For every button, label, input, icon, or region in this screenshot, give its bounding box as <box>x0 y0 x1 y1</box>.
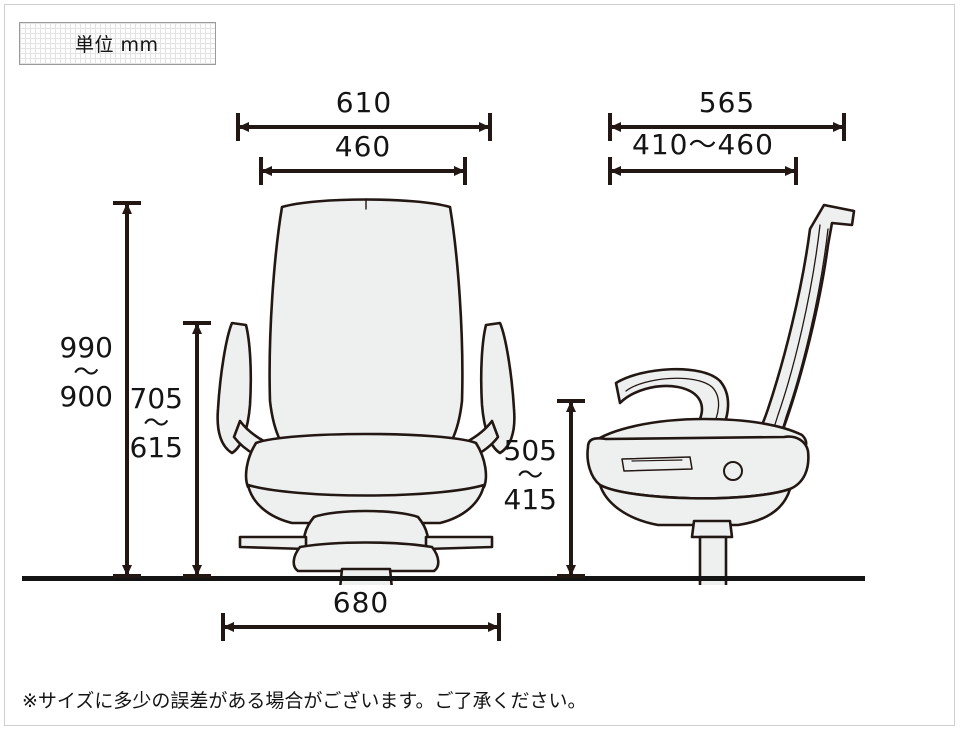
dimension-value-lower: 415 <box>503 482 557 516</box>
dimension-value-upper: 990 <box>59 331 113 364</box>
dimension-range-tilde: 〜 <box>517 460 544 491</box>
dimension-arrow-right <box>785 166 796 176</box>
dimension-bar <box>608 125 846 129</box>
dimension-tick-right <box>497 613 501 641</box>
dimension-value-upper: 705 <box>129 382 183 415</box>
dimension-bar <box>608 169 798 173</box>
dimension-bar <box>125 201 129 578</box>
dimension-arrow-right <box>479 122 490 132</box>
dimension-tick-right <box>842 113 846 141</box>
dimension-value: 610 <box>335 86 393 119</box>
dimension-range-tilde: 〜 <box>143 408 170 439</box>
dimension-value-group: 705 〜 615 <box>129 385 183 464</box>
dimension-bar <box>569 399 573 578</box>
dimension-value: 565 <box>698 86 756 119</box>
dimension-arrow-bottom <box>566 565 576 576</box>
dimension-value: 410〜460 <box>632 128 774 161</box>
dimension-bar <box>195 321 199 578</box>
dimension-value-group: 505 〜 415 <box>503 437 557 516</box>
dimension-tick-bottom <box>557 574 585 578</box>
dimension-value-group: 990 〜 900 <box>59 334 113 413</box>
dimension-arrow-left <box>261 166 272 176</box>
dimension-arrow-top <box>566 401 576 412</box>
dimension-tick-right <box>463 157 467 185</box>
dimension-arrow-right <box>488 622 499 632</box>
dimension-tick-bottom <box>183 574 211 578</box>
dimension-arrow-left <box>223 622 234 632</box>
dimension-tick-bottom <box>113 574 141 578</box>
dimension-arrow-right <box>833 122 844 132</box>
dimension-arrow-left <box>610 166 621 176</box>
dimension-value-lower: 900 <box>59 379 113 413</box>
dimension-value: 680 <box>332 586 390 619</box>
dimension-arrow-bottom <box>122 565 132 576</box>
dimension-range-tilde: 〜 <box>73 357 100 388</box>
dimension-arrow-top <box>122 203 132 214</box>
dimension-value-upper: 505 <box>503 434 557 467</box>
dimension-bar <box>259 169 467 173</box>
footer-note: ※サイズに多少の誤差がある場合がございます。ご了承ください。 <box>22 690 587 712</box>
dimension-arrow-right <box>454 166 465 176</box>
dimension-value-lower: 615 <box>129 430 183 464</box>
dimension-bar <box>236 125 492 129</box>
front-view-chair-drawing <box>216 198 516 585</box>
dimension-tick-right <box>488 113 492 141</box>
dimension-bar <box>221 625 501 629</box>
dimension-arrow-bottom <box>192 565 202 576</box>
dimension-arrow-left <box>610 122 621 132</box>
dimension-tick-right <box>794 157 798 185</box>
side-view-chair-drawing <box>586 203 856 585</box>
dimension-arrow-top <box>192 323 202 334</box>
ground-line <box>22 576 865 581</box>
unit-label: 単位 mm <box>75 34 159 56</box>
dimension-arrow-left <box>238 122 249 132</box>
dimension-value: 460 <box>334 130 392 163</box>
unit-box: 単位 mm <box>19 22 216 65</box>
